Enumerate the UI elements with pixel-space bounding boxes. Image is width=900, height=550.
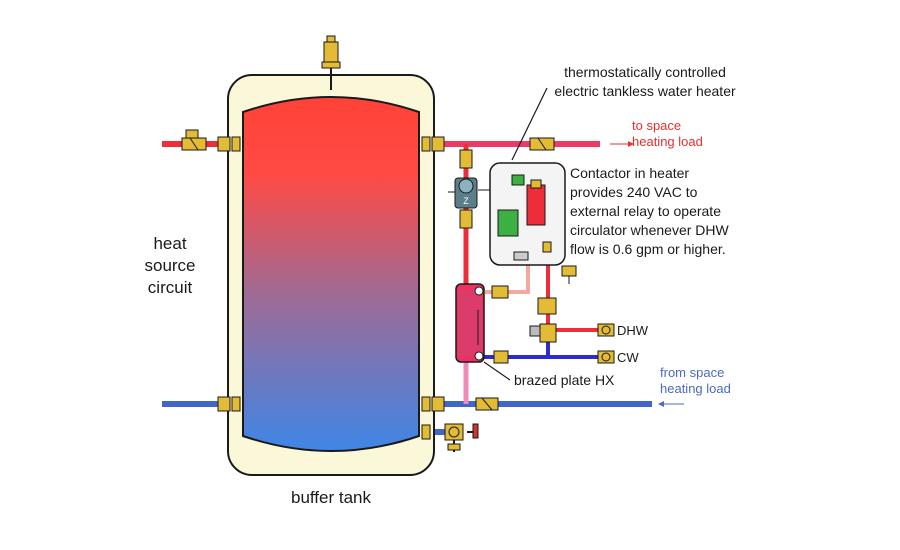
contactor-note: circulator whenever DHW xyxy=(570,222,729,238)
flow-sensor xyxy=(513,251,529,261)
to-space-label: heating load xyxy=(632,134,703,149)
to-space-arrow-icon xyxy=(610,141,634,147)
air-vent-icon xyxy=(321,35,341,69)
from-space-label: from space xyxy=(660,365,724,380)
from-space-arrow-icon xyxy=(658,401,684,407)
heat-source-label: source xyxy=(144,256,195,275)
buffer-tank-label: buffer tank xyxy=(291,488,372,507)
drain-valve-icon xyxy=(444,423,479,452)
contactor-note: external relay to operate xyxy=(570,203,721,219)
hx-valve-icon xyxy=(491,285,509,364)
tank-fittings xyxy=(217,136,445,440)
isolation-valve-icon xyxy=(459,149,473,229)
heater-element xyxy=(526,184,546,226)
heater-title: thermostatically controlled xyxy=(564,64,726,80)
hx-pointer-line xyxy=(483,361,511,381)
heat-source-label: circuit xyxy=(148,278,193,297)
heat-source-label: heat xyxy=(153,234,186,253)
relief-valve-icon xyxy=(561,265,577,284)
mixing-valve-icon xyxy=(529,297,557,343)
contactor-note: provides 240 VAC to xyxy=(570,184,698,200)
from-space-label: heating load xyxy=(660,381,731,396)
dhw-valve-icon xyxy=(597,323,615,337)
check-valve-icon xyxy=(475,397,499,411)
contactor-note: Contactor in heater xyxy=(570,165,689,181)
heater-title: electric tankless water heater xyxy=(554,83,736,99)
dhw-label: DHW xyxy=(617,323,649,338)
cw-label: CW xyxy=(617,350,639,365)
check-valve-icon xyxy=(529,137,555,151)
heater-relay xyxy=(511,174,525,186)
buffer-tank-body xyxy=(242,96,420,452)
svg-text:Z: Z xyxy=(463,196,469,206)
contactor-note: flow is 0.6 gpm or higher. xyxy=(570,241,726,257)
heater-controls xyxy=(497,209,519,237)
circulator-pump-icon: Z xyxy=(448,177,478,209)
heater-fitting xyxy=(530,179,542,189)
heater-outlet-fitting xyxy=(542,241,552,253)
to-space-label: to space xyxy=(632,118,681,133)
check-valve-icon xyxy=(181,129,207,151)
cw-valve-icon xyxy=(597,350,615,364)
hx-port xyxy=(474,351,484,361)
heater-pointer-line xyxy=(511,87,548,161)
hx-port xyxy=(474,286,484,296)
hx-label: brazed plate HX xyxy=(514,372,615,388)
